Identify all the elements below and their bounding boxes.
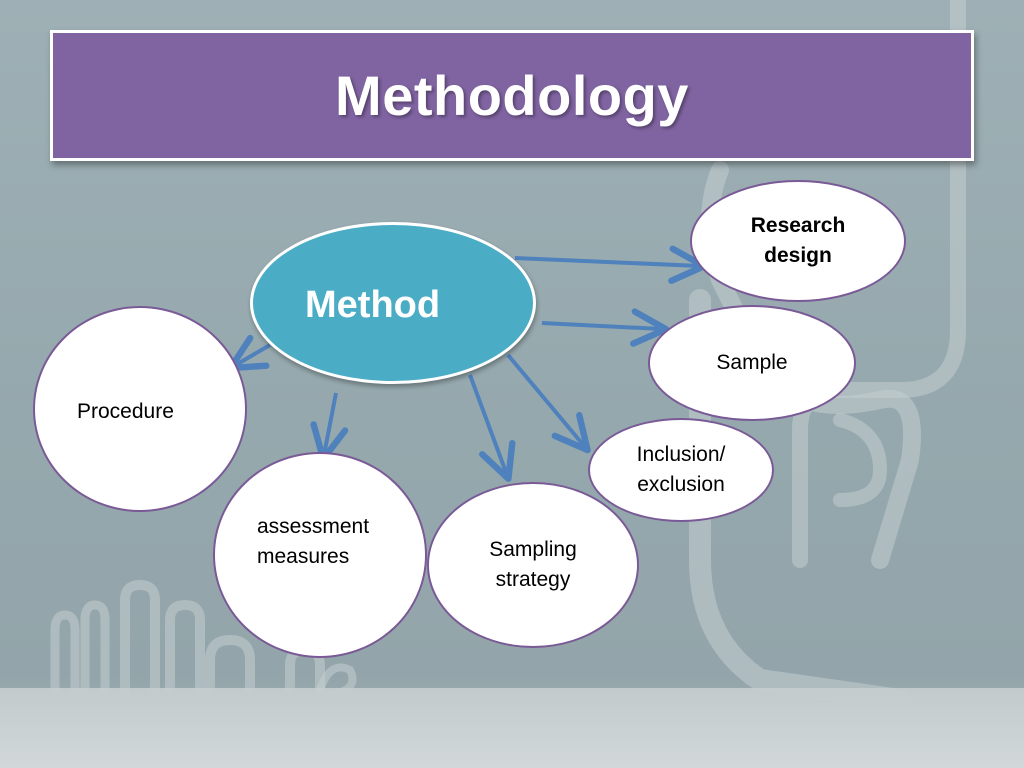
procedure-label: Procedure — [77, 400, 174, 423]
procedure-node: Procedure — [33, 306, 247, 512]
sample-label: Sample — [716, 351, 788, 374]
research-design-node: Research design — [690, 180, 906, 302]
sample-node: Sample — [648, 305, 856, 421]
sampling-strategy-node: Sampling strategy — [427, 482, 639, 648]
arrow-to-inclusion-exclusion — [506, 353, 591, 454]
arrow-to-assessment-measures — [310, 392, 349, 463]
sampling-strategy-label: Sampling strategy — [489, 538, 577, 591]
inclusion-exclusion-label: Inclusion/ exclusion — [636, 443, 726, 496]
method-label: Method — [305, 284, 441, 326]
arrow-to-procedure — [227, 334, 272, 372]
slide-title: Methodology — [335, 64, 689, 127]
inclusion-exclusion-node: Inclusion/ exclusion — [588, 418, 774, 522]
arrow-to-research-design — [514, 245, 708, 284]
arrow-to-sampling-strategy — [468, 374, 516, 482]
method-node: Method — [250, 222, 536, 384]
assessment-measures-label: assessment measures — [257, 515, 370, 568]
assessment-measures-node: assessment measures — [213, 452, 427, 658]
arrow-to-sample — [541, 308, 670, 347]
research-design-label: Research design — [750, 214, 846, 267]
title-bar: Methodology — [50, 30, 974, 161]
